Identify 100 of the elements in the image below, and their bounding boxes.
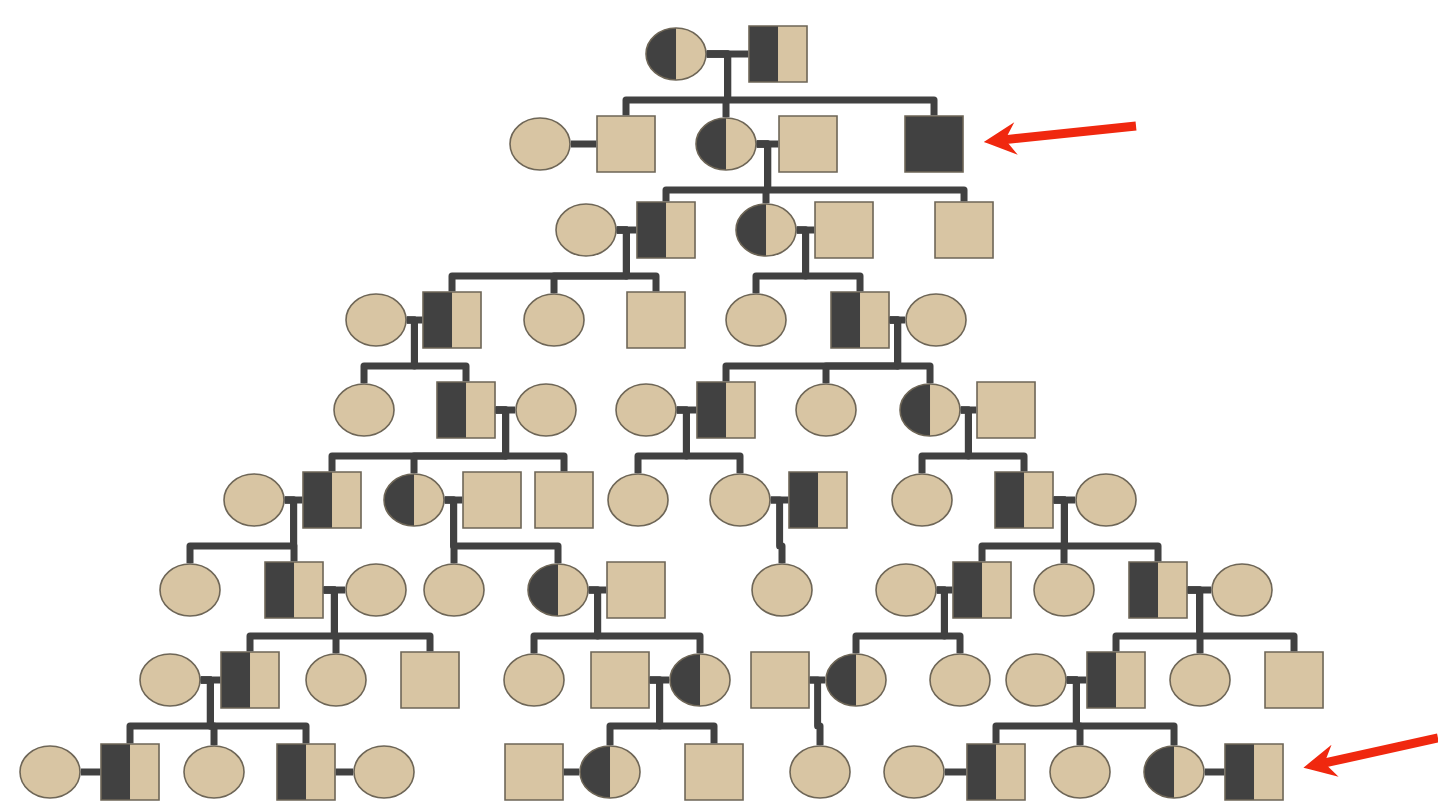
pedigree-square	[696, 381, 756, 439]
descent-line	[616, 226, 660, 292]
descent-line	[588, 586, 704, 654]
pedigree-circle	[899, 383, 961, 437]
pedigree-square	[778, 115, 838, 173]
pedigree-circle	[509, 117, 571, 171]
pedigree-square	[934, 201, 994, 259]
pedigree-circle	[139, 653, 201, 707]
pedigree-square	[1224, 743, 1284, 801]
marriage-line	[335, 768, 354, 776]
pedigree-square	[264, 561, 324, 619]
marriage-line	[944, 768, 967, 776]
pedigree-square	[220, 651, 280, 709]
descent-line	[200, 676, 310, 744]
descent-line	[284, 496, 298, 562]
pedigree-circle	[345, 563, 407, 617]
marriage-line	[563, 768, 580, 776]
pedigree-square	[1264, 651, 1324, 709]
pedigree-square	[904, 115, 964, 173]
pedigree-circle	[555, 203, 617, 257]
marriage-line	[570, 140, 597, 148]
pedigree-circle	[751, 563, 813, 617]
pedigree-circle	[579, 745, 641, 799]
pedigree-circle	[607, 473, 669, 527]
pedigree-square	[1086, 651, 1146, 709]
pedigree-square	[436, 381, 496, 439]
descent-line	[1066, 676, 1178, 746]
descent-line	[809, 676, 824, 746]
pedigree-circle	[305, 653, 367, 707]
pedigree-circle	[515, 383, 577, 437]
pedigree-circle	[183, 745, 245, 799]
pedigree-circle	[735, 203, 797, 257]
pedigree-square	[994, 471, 1054, 529]
pedigree-circle	[1033, 563, 1095, 617]
descent-line	[706, 50, 938, 116]
pedigree-circle	[795, 383, 857, 437]
pedigree-circle	[883, 745, 945, 799]
pedigree-square	[748, 25, 808, 83]
descent-line	[444, 496, 562, 564]
pedigree-square	[534, 471, 594, 529]
descent-line	[770, 496, 786, 564]
pedigree-circle	[1075, 473, 1137, 527]
pedigree-circle	[523, 293, 585, 347]
pedigree-square	[626, 291, 686, 349]
pedigree-square	[422, 291, 482, 349]
pedigree-circle	[695, 117, 757, 171]
descent-line	[756, 140, 968, 202]
pedigree-circle	[1005, 653, 1067, 707]
pedigree-square	[606, 561, 666, 619]
marriage-line	[80, 768, 101, 776]
pedigree-circle	[669, 653, 731, 707]
pedigree-circle	[615, 383, 677, 437]
pedigree-square	[590, 651, 650, 709]
descent-line	[1187, 586, 1298, 652]
pedigree-square	[462, 471, 522, 529]
pedigree-circle	[1169, 653, 1231, 707]
descent-line	[676, 406, 744, 474]
pedigree-circle	[1211, 563, 1273, 617]
pedigree-square	[952, 561, 1012, 619]
pedigree-circle	[223, 473, 285, 527]
descent-line	[796, 226, 864, 292]
pedigree-circle	[353, 745, 415, 799]
pedigree-circle	[423, 563, 485, 617]
pedigree-circle	[905, 293, 967, 347]
pedigree-circle	[527, 563, 589, 617]
pedigree-square	[750, 651, 810, 709]
descent-line	[936, 586, 964, 654]
descent-line	[406, 316, 470, 382]
pedigree-circle	[1143, 745, 1205, 799]
pedigree-circle	[825, 653, 887, 707]
pedigree-circle	[929, 653, 991, 707]
pedigree-circle	[1049, 745, 1111, 799]
pedigree-square	[1128, 561, 1188, 619]
pedigree-square	[400, 651, 460, 709]
descent-line	[960, 406, 1028, 472]
descent-line	[495, 406, 568, 472]
pedigree-square	[684, 743, 744, 801]
descent-line	[323, 586, 434, 652]
pedigree-square	[636, 201, 696, 259]
pedigree-circle	[19, 745, 81, 799]
pedigree-square	[788, 471, 848, 529]
pedigree-square	[596, 115, 656, 173]
pedigree-square	[302, 471, 362, 529]
pedigree-circle	[333, 383, 395, 437]
pedigree-circle	[789, 745, 851, 799]
pedigree-circle	[875, 563, 937, 617]
pedigree-circle	[891, 473, 953, 527]
pedigree-square	[504, 743, 564, 801]
pedigree-circle	[709, 473, 771, 527]
pedigree-square	[966, 743, 1026, 801]
pedigree-circle	[725, 293, 787, 347]
pedigree-circle	[383, 473, 445, 527]
pedigree-square	[276, 743, 336, 801]
pedigree-square	[830, 291, 890, 349]
pedigree-square	[976, 381, 1036, 439]
pedigree-circle	[503, 653, 565, 707]
descent-line	[1053, 496, 1162, 562]
descent-line	[889, 316, 934, 384]
descent-line	[649, 676, 718, 744]
pedigree-square	[814, 201, 874, 259]
